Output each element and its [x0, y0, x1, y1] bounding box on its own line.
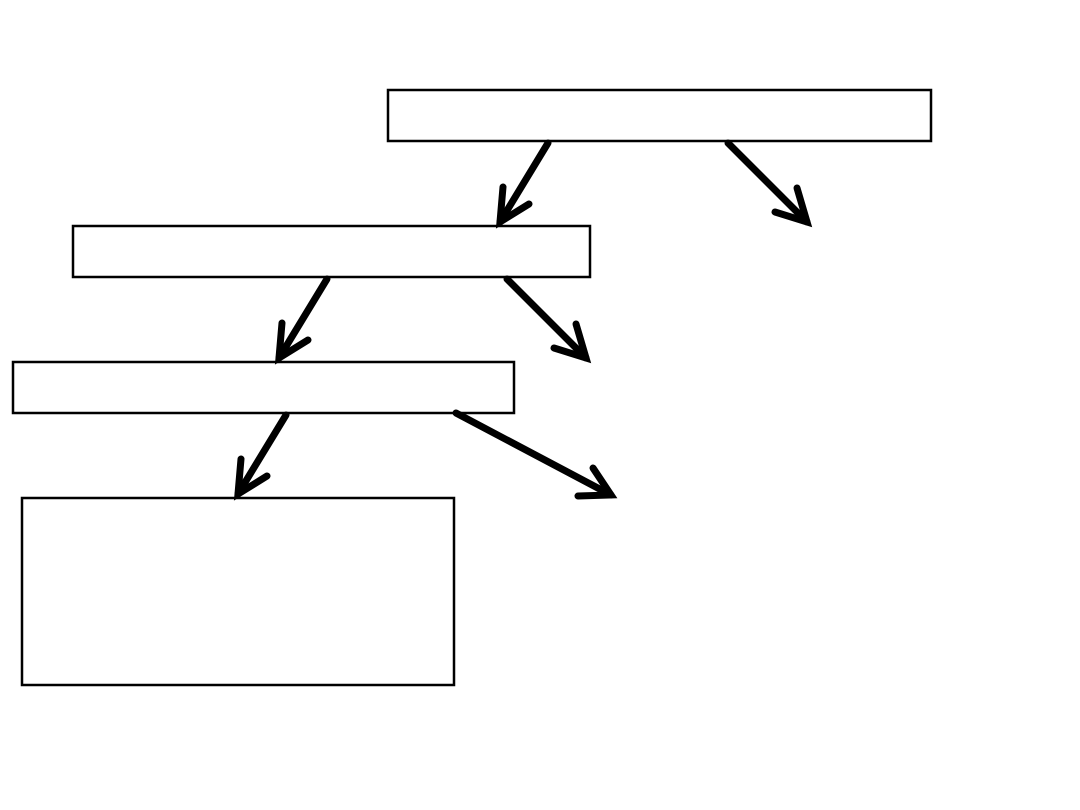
arrow-third-to-bottom: [233, 411, 290, 501]
arrow-second-to-third: [274, 275, 331, 365]
node-third-box: [11, 360, 516, 415]
arrow-second-to-right: [503, 275, 592, 364]
node-second-box: [71, 224, 592, 279]
node-bottom-box: [20, 496, 456, 687]
arrow-third-to-right: [452, 409, 618, 500]
arrow-top-to-second: [495, 139, 552, 229]
node-top-box: [386, 88, 933, 143]
arrow-top-to-right: [724, 139, 813, 228]
